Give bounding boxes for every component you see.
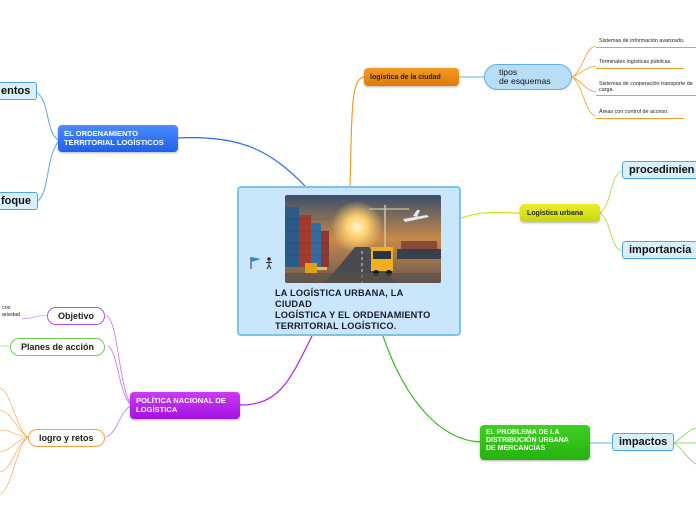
link-logistica-urbana (460, 211, 521, 219)
central-title-line3: LOGÍSTICA Y EL ORDENAMIENTO (275, 310, 431, 320)
objetivo-leaf-1: cos (2, 305, 11, 311)
topic-planes-de-accion[interactable]: Planes de acción (10, 338, 106, 356)
leaf-sistemas-informacion[interactable]: Sistemas de información avanzado. (599, 38, 685, 44)
link-politica-objetivo (105, 314, 131, 404)
leaf-terminales[interactable]: Terminales logísticas públicas. (599, 59, 672, 65)
link-politica (239, 335, 313, 406)
central-title-line4: TERRITORIAL LOGÍSTICO. (275, 321, 397, 331)
leaf-sistemas-cooperacion-1[interactable]: Sistemas de cooperación transporte de (599, 81, 693, 87)
leaf-areas-control[interactable]: Áreas con control de acceso. (599, 109, 669, 115)
topic-entos[interactable]: entos (0, 82, 38, 100)
central-topic[interactable]: LA LOGÍSTICA URBANA, LA CIUDAD LOGÍSTICA… (237, 186, 461, 336)
link-tipos-leaves (571, 45, 597, 117)
central-title-line2: CIUDAD (275, 299, 312, 309)
topic-procedimien[interactable]: procedimien (622, 161, 696, 179)
link-impactos-leaves (673, 427, 696, 465)
topic-importancia[interactable]: importancia (622, 241, 696, 259)
branch-politica[interactable]: POLÍTICA NACIONAL DE LOGÍSTICA (130, 392, 240, 419)
objetivo-leaf-2: ariedad (2, 312, 20, 318)
link-problema (382, 335, 481, 443)
branch-problema-line3: DE MERCANCÍAS (486, 445, 546, 452)
leaf-underline (596, 47, 696, 48)
branch-problema-line1: EL PROBLEMA DE LA (486, 429, 560, 436)
leaf-underline (596, 95, 696, 96)
topic-logro-y-retos[interactable]: logro y retos (28, 429, 105, 447)
central-title-line1: LA LOGÍSTICA URBANA, LA (275, 288, 404, 298)
central-markers (249, 256, 275, 270)
branch-politica-line2: LOGÍSTICA (136, 405, 178, 414)
leaf-sistemas-cooperacion-2: carga. (599, 87, 614, 93)
link-ordenamiento-foque (35, 141, 59, 203)
link-logro-leaves (0, 387, 29, 495)
branch-logistica-ciudad[interactable]: logística de la ciudad (364, 68, 459, 86)
person-icon (266, 257, 272, 270)
tipos-line2: de esquemas (499, 76, 551, 86)
topic-impactos[interactable]: impactos (612, 433, 675, 451)
branch-problema-line2: DISTRIBUCIÓN URBANA (486, 437, 569, 444)
link-urbana-children (599, 170, 623, 252)
topic-objetivo[interactable]: Objetivo (47, 307, 106, 325)
link-objetivo-leaf (21, 314, 48, 320)
branch-ordenamiento-line2: TERRITORIAL LOGÍSTICOS (64, 138, 164, 147)
branch-ordenamiento-line1: EL ORDENAMIENTO (64, 129, 138, 138)
branch-politica-line1: POLÍTICA NACIONAL DE (136, 396, 226, 405)
flag-icon (250, 257, 261, 269)
central-image (285, 195, 441, 283)
leaf-underline (596, 118, 684, 119)
link-politica-logro (105, 405, 131, 438)
branch-problema[interactable]: EL PROBLEMA DE LA DISTRIBUCIÓN URBANA DE… (480, 425, 590, 460)
link-logistica-ciudad (349, 76, 365, 187)
link-ordenamiento-entos (35, 91, 59, 141)
link-politica-planes (107, 345, 131, 405)
branch-ordenamiento[interactable]: EL ORDENAMIENTO TERRITORIAL LOGÍSTICOS (58, 125, 178, 152)
tipos-line1: tipos (499, 67, 518, 77)
link-ordenamiento (177, 137, 306, 187)
leaf-underline (596, 68, 684, 69)
central-title: LA LOGÍSTICA URBANA, LA CIUDAD LOGÍSTICA… (275, 288, 455, 332)
topic-tipos-de-esquemas[interactable]: tipos de esquemas (484, 64, 572, 90)
branch-logistica-urbana[interactable]: Logística urbana (520, 204, 600, 222)
topic-foque[interactable]: foque (0, 192, 38, 210)
